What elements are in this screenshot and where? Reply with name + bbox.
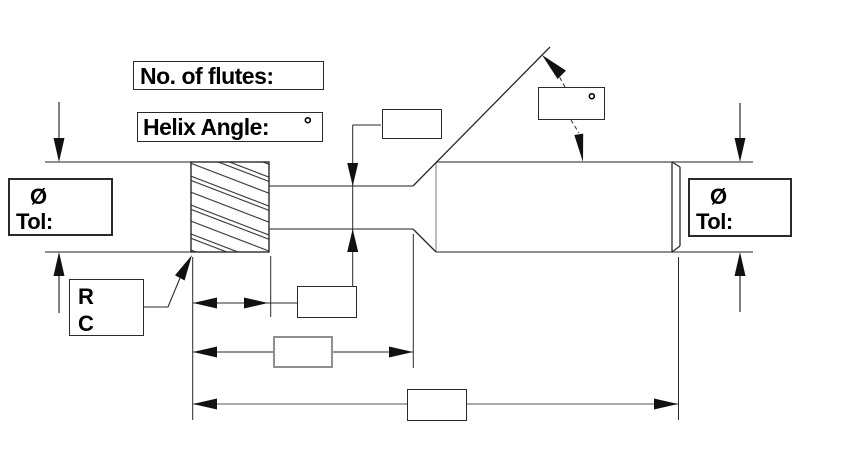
taper-bottom-edge (412, 228, 437, 253)
tool-outline (45, 161, 753, 253)
neck-dia-top-arrow (347, 163, 359, 186)
chamfer-angle-field[interactable]: ° (538, 87, 605, 120)
right-dia-bottom-arrow (734, 252, 746, 276)
chamfer-angle-arrow-bottom (574, 133, 584, 162)
leader-lines (144, 75, 580, 308)
neck-dia-bottom-arrow (347, 229, 359, 252)
chamfer-angle-leader-bottom (570, 119, 580, 134)
shank-end-chamfer-bottom (671, 245, 681, 253)
taper-top-edge-construction-line (412, 46, 551, 187)
radius-label: R (78, 284, 94, 309)
overall-length-left-arrow (193, 398, 217, 410)
flute-length-right-arrow (244, 297, 268, 309)
reach-length-right-arrow (389, 346, 413, 358)
left-dia-top-arrow (53, 138, 65, 162)
helix-angle-label: Helix Angle: (143, 114, 270, 140)
flute-section (190, 161, 270, 253)
shank-end-chamfer-top (671, 161, 681, 168)
right-dia-top-arrow (734, 138, 746, 162)
reach-length-field[interactable] (273, 336, 333, 368)
reach-length-left-arrow (193, 346, 217, 358)
corner-radius-chamfer-field[interactable]: R C (69, 279, 144, 336)
neck-diameter-field[interactable] (382, 109, 442, 139)
corner-callout-arrow (175, 255, 192, 281)
diameter-symbol: Ø (30, 184, 47, 209)
helix-angle-field[interactable]: Helix Angle: ° (137, 112, 323, 142)
left-dia-bottom-arrow (53, 252, 65, 276)
cutting-diameter-tolerance-field[interactable]: Ø Tol: (8, 178, 113, 236)
flute-hatch-block (190, 161, 270, 253)
flutes-field[interactable]: No. of flutes: (133, 61, 324, 90)
degree-symbol: ° (587, 90, 596, 113)
chamfer-angle-leader-top (558, 75, 566, 88)
degree-symbol: ° (303, 114, 312, 137)
extension-lines (192, 234, 679, 420)
tolerance-label: Tol: (16, 209, 53, 234)
flute-length-left-arrow (193, 297, 217, 309)
chamfer-label: C (78, 311, 94, 336)
dimension-arrowheads (53, 55, 746, 410)
overall-length-field[interactable] (407, 389, 467, 421)
shank-diameter-tolerance-field[interactable]: Ø Tol: (688, 178, 792, 237)
corner-callout-leader (144, 277, 181, 308)
overall-length-right-arrow (654, 398, 678, 410)
taper-and-end-chamfer (412, 46, 681, 253)
diameter-symbol: Ø (710, 184, 727, 209)
flute-length-field[interactable] (297, 286, 357, 318)
flutes-label: No. of flutes: (140, 63, 274, 89)
tolerance-label: Tol: (696, 209, 733, 234)
chamfer-angle-arrow-top (542, 55, 566, 79)
